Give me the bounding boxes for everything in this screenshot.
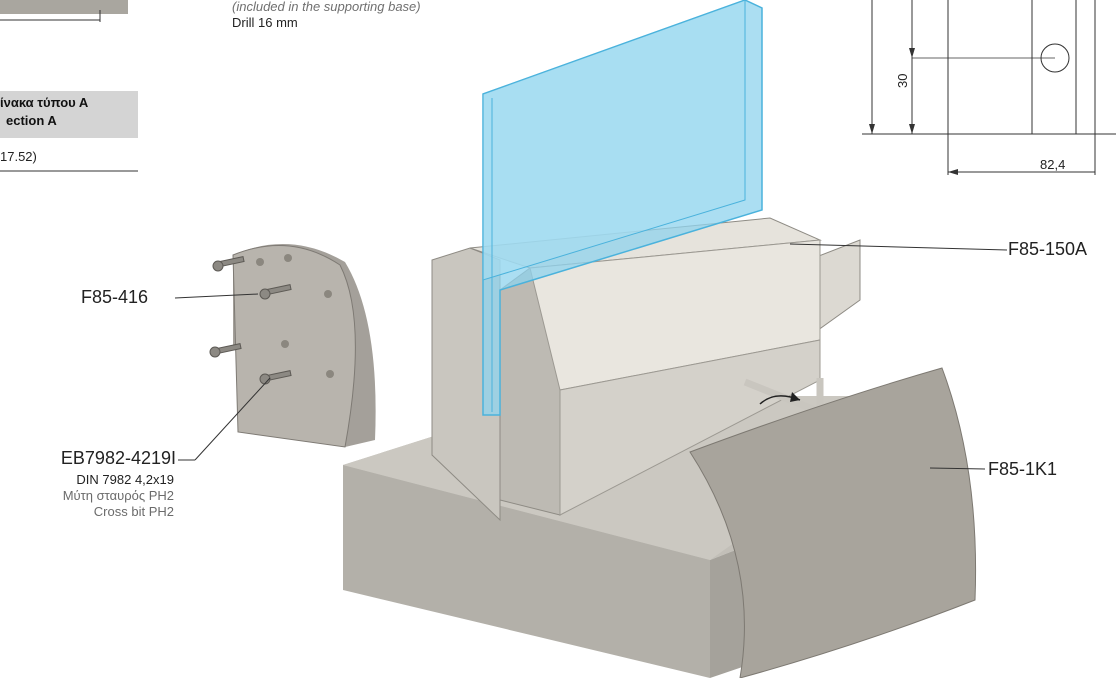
callout-screw-code: EB7982-4219I [60,448,176,468]
technical-drawing [862,0,1116,175]
callout-screw-standard: DIN 7982 4,2x19 [76,472,174,487]
thumbnail-fragment [0,0,128,22]
top-note-italic: (included in the supporting base) [232,0,421,14]
leader-lines [174,243,1008,470]
table-header-line2: ection A [6,113,57,128]
glass-panel [482,0,763,416]
callout-screw-bit-en: Cross bit PH2 [93,504,174,519]
cover-plate [689,367,977,678]
top-note-drill: Drill 16 mm [232,15,298,30]
callout-cover: F85-1K1 [988,459,1058,479]
table-header: ίνακα τύπου Α ection A [0,91,138,138]
callout-end-cap: F85-416 [81,287,149,307]
dimension-vertical: 30 [895,73,910,88]
end-cap [232,244,376,448]
callout-screw-bit-gr: Μύτη σταυρός PH2 [62,488,174,503]
screws [209,256,292,385]
dimension-horizontal: 82,4 [1040,157,1066,172]
callout-profile: F85-150A [1008,239,1088,259]
table-header-line1: ίνακα τύπου Α [0,95,89,110]
table-row-value: 17.52) [0,149,37,164]
